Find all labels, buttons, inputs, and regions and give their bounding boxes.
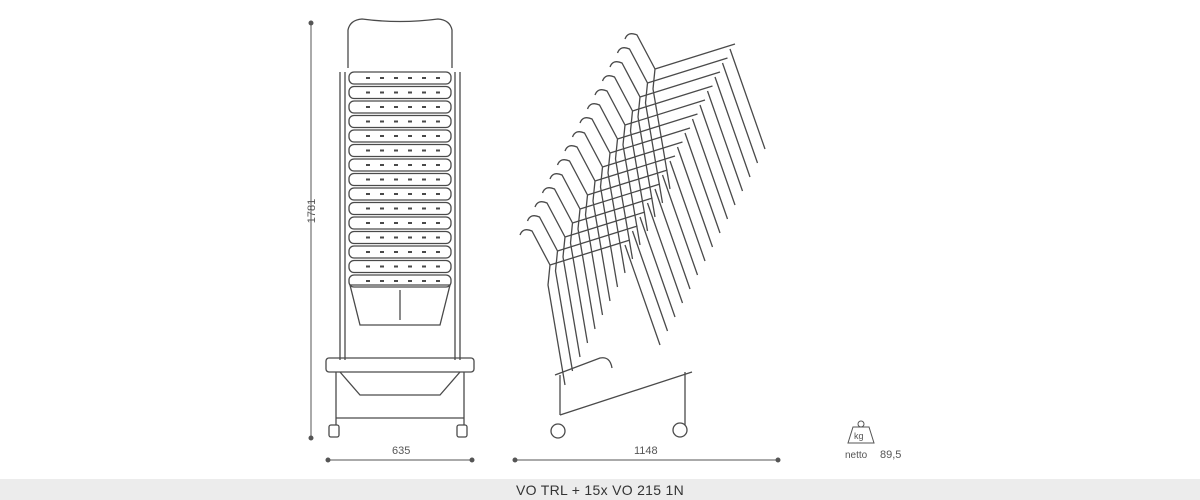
front-width-dimension-line bbox=[325, 457, 475, 463]
kg-icon-text: kg bbox=[854, 431, 864, 441]
front-chair-seat bbox=[348, 245, 452, 259]
front-chair-seat bbox=[348, 129, 452, 143]
front-chair-seat bbox=[348, 230, 452, 245]
front-chair-seat bbox=[348, 172, 452, 187]
side-view-stack bbox=[519, 33, 766, 439]
side-chair bbox=[526, 215, 669, 372]
front-view-stack bbox=[325, 18, 475, 438]
weight-value: 89,5 bbox=[880, 449, 902, 461]
front-chair-seat bbox=[348, 71, 452, 85]
height-dimension-line bbox=[308, 20, 314, 441]
height-dimension-label: 1781 bbox=[306, 198, 319, 224]
weight-icon bbox=[847, 420, 875, 444]
weight-label: netto bbox=[845, 450, 868, 461]
product-title-bar: VO TRL + 15x VO 215 1N bbox=[0, 479, 1200, 500]
side-chair bbox=[624, 33, 766, 190]
front-chair-seat bbox=[348, 259, 452, 274]
front-chair-seat bbox=[348, 85, 452, 100]
front-chair-seat bbox=[348, 274, 452, 288]
front-chair-seat bbox=[348, 201, 452, 216]
side-width-dimension-line bbox=[512, 457, 781, 463]
front-width-label: 635 bbox=[392, 445, 411, 457]
front-chair-seat bbox=[348, 143, 452, 158]
front-chair-seat bbox=[348, 158, 452, 172]
product-title: VO TRL + 15x VO 215 1N bbox=[515, 481, 685, 498]
front-chair-seat bbox=[348, 100, 452, 114]
side-chair bbox=[616, 47, 759, 204]
front-chair-seat bbox=[348, 187, 452, 201]
side-width-label: 1148 bbox=[634, 445, 658, 457]
front-chair-seat bbox=[348, 114, 452, 129]
front-chair-seat bbox=[348, 216, 452, 230]
